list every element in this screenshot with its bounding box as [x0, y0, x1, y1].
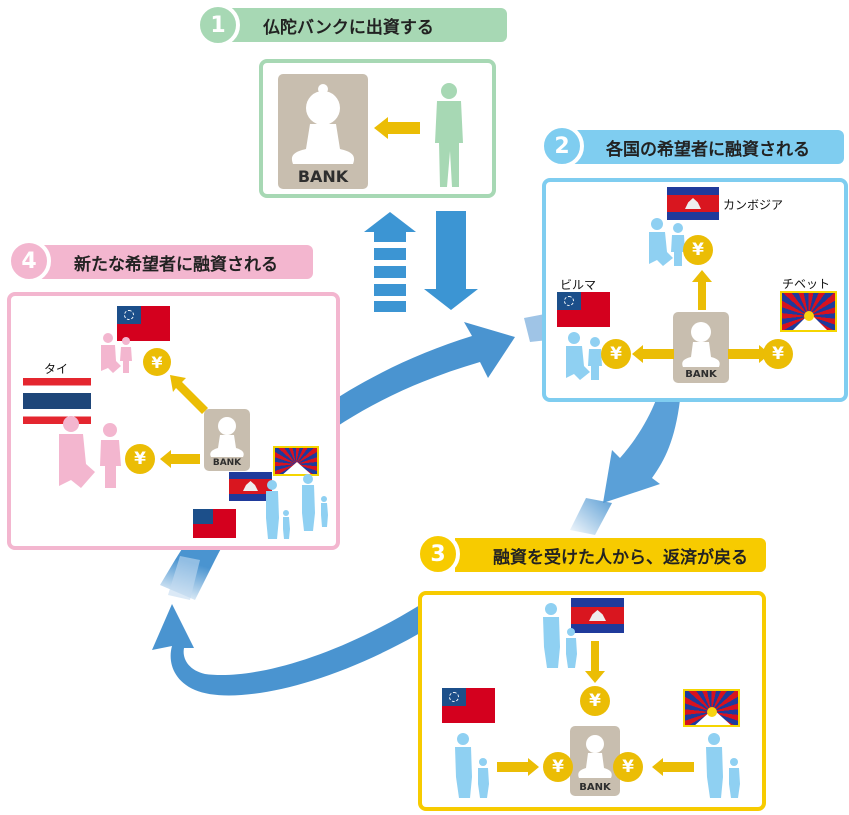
- yen-coin: ¥: [683, 235, 713, 265]
- cambodia-flag: [571, 598, 624, 633]
- burma-flag: [557, 292, 610, 327]
- tibet-flag: [683, 689, 740, 727]
- tibet-flag: [780, 291, 837, 332]
- bank-icon: BANK: [570, 726, 620, 796]
- money-arrow-left: [632, 345, 674, 363]
- down-arrow: [424, 211, 478, 310]
- money-arrow-up: [692, 270, 712, 310]
- step-3-number: 3: [416, 532, 460, 576]
- thai-flag: [23, 378, 91, 424]
- borrower-family-icon: [566, 332, 602, 380]
- money-arrow-left: [374, 117, 420, 139]
- label-burma: ビルマ: [560, 278, 597, 292]
- money-arrow-right: [728, 345, 770, 363]
- borrower-family-icon: [101, 333, 132, 373]
- step-3-title: 融資を受けた人から、返済が戻る: [493, 547, 748, 568]
- bank-icon: BANK: [278, 74, 368, 189]
- step-4-title-bar: 新たな希望者に融資される: [36, 245, 313, 279]
- tibet-flag: [273, 446, 319, 476]
- waiting-families-icon: [266, 474, 328, 539]
- borrower-family-icon: [649, 218, 685, 266]
- step-2-number: 2: [540, 124, 584, 168]
- up-arrow-dashed: [364, 212, 416, 312]
- buddha-icon: [291, 84, 355, 164]
- bank-label: BANK: [297, 167, 349, 186]
- step-2-title-bar: 各国の希望者に融資される: [568, 130, 844, 164]
- money-arrow-right: [497, 758, 539, 776]
- label-thai: タイ: [44, 362, 69, 376]
- money-arrow-up-left: [170, 375, 208, 414]
- yen-coin: ¥: [143, 348, 171, 376]
- bank-icon: BANK: [673, 312, 729, 383]
- bank-label: BANK: [579, 782, 611, 793]
- money-arrow-left: [652, 758, 694, 776]
- repaying-family-icon: [706, 733, 740, 798]
- yen-coin: ¥: [613, 752, 643, 782]
- cambodia-flag: [667, 187, 719, 220]
- step-2-title: 各国の希望者に融資される: [606, 139, 810, 160]
- label-tibet: チベット: [782, 277, 831, 291]
- bank-icon: BANK: [204, 409, 250, 471]
- step-4-title: 新たな希望者に融資される: [74, 254, 278, 275]
- yen-coin: ¥: [125, 444, 155, 474]
- money-arrow-down: [585, 641, 605, 683]
- yen-coin: ¥: [763, 339, 793, 369]
- money-arrow-left: [160, 450, 200, 468]
- step-4-panel: [7, 292, 340, 550]
- burma-flag: [117, 306, 170, 341]
- step-1-number: 1: [196, 3, 240, 47]
- investor-person-icon: [435, 83, 463, 187]
- step-4-number: 4: [7, 239, 51, 283]
- yen-coin: ¥: [580, 686, 610, 716]
- bank-label: BANK: [685, 369, 717, 380]
- burma-flag: [442, 688, 495, 723]
- step-1-title-bar: 仏陀バンクに出資する: [225, 8, 507, 42]
- yen-coin: ¥: [543, 752, 573, 782]
- yen-coin: ¥: [601, 339, 631, 369]
- arrow-3-to-4: [152, 604, 420, 696]
- step-1-title: 仏陀バンクに出資する: [263, 17, 434, 38]
- step-1-panel: BANK: [259, 59, 496, 198]
- burma-flag: [193, 509, 236, 538]
- bank-label: BANK: [212, 458, 242, 468]
- arrow-2-to-3: [603, 400, 680, 503]
- label-cambodia: カンボジア: [723, 198, 784, 212]
- repaying-family-icon: [455, 733, 489, 798]
- borrower-family-icon: [59, 416, 121, 488]
- step-3-title-bar: 融資を受けた人から、返済が戻る: [455, 538, 766, 572]
- cambodia-flag: [229, 472, 272, 501]
- repaying-family-icon: [543, 603, 577, 668]
